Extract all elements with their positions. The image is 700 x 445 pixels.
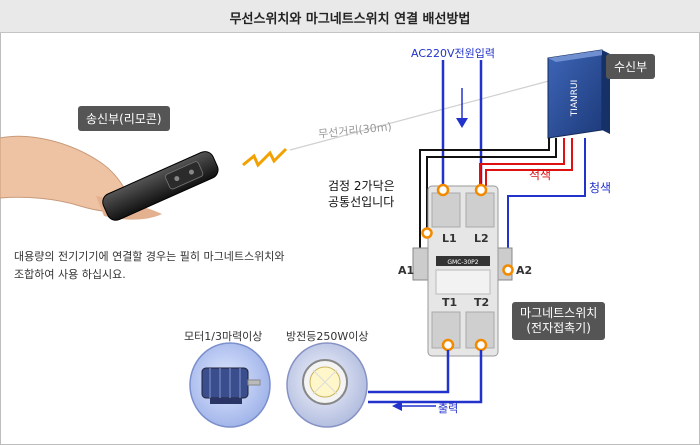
- motor-label: 모터1/3마력이상: [184, 330, 263, 343]
- output-label: 출력: [438, 402, 459, 415]
- red-wire-label: 적색: [529, 168, 552, 182]
- magnet-switch-label: 마그네트스위치 (전자접촉기): [512, 302, 606, 340]
- common-wire-label-1: 검정 2가닥은: [328, 179, 395, 193]
- wireless-signal: [242, 147, 288, 168]
- terminal-l1: L1: [442, 232, 457, 245]
- terminal-t1: T1: [442, 296, 458, 309]
- terminal-t2: T2: [474, 296, 490, 309]
- floodlight-illustration: [286, 342, 368, 428]
- terminal-a1: A1: [398, 264, 415, 277]
- hand-remote-illustration: [0, 135, 219, 221]
- note-line-2: 조합하여 사용 하십시요.: [14, 268, 126, 281]
- output-wires: [368, 350, 483, 407]
- receiver-label: 수신부: [606, 54, 656, 79]
- ac-input-label: AC220V전원입력: [411, 47, 496, 60]
- magnetic-contactor: GMC-30P2: [412, 183, 514, 357]
- floodlight-label: 방전등250W이상: [286, 330, 369, 343]
- terminal-l2: L2: [474, 232, 489, 245]
- contactor-model: GMC-30P2: [447, 259, 478, 266]
- transmitter-label: 송신부(리모콘): [78, 106, 170, 131]
- ac-input-wires: [441, 60, 483, 190]
- note-line-1: 대용량의 전기기기에 연결할 경우는 필히 마그네트스위치와: [14, 250, 285, 263]
- receiver-module: TIANRUI: [547, 49, 610, 139]
- output-arrow: [392, 401, 402, 411]
- terminal-a2: A2: [516, 264, 533, 277]
- common-wire-label-2: 공통선입니다: [328, 195, 395, 209]
- blue-wire-label: 청색: [589, 181, 612, 195]
- title-bar: [0, 0, 700, 33]
- magnet-switch-title: 마그네트스위치: [520, 306, 598, 320]
- red-wires: [479, 138, 573, 190]
- distance-line: [289, 77, 561, 151]
- motor-illustration: [189, 342, 271, 428]
- receiver-brand: TIANRUI: [570, 80, 580, 118]
- diagram-title: 무선스위치와 마그네트스위치 연결 배선방법: [229, 12, 471, 27]
- magnet-switch-subtitle: (전자접촉기): [526, 321, 591, 335]
